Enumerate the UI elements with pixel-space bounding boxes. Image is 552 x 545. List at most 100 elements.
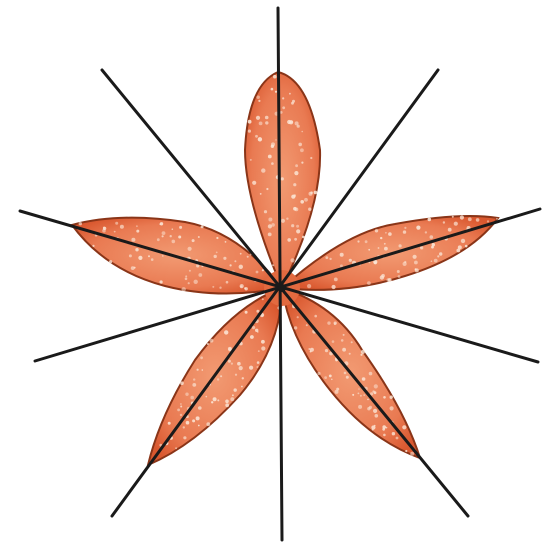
speckle-dot	[367, 399, 369, 401]
speckle-dot	[192, 419, 195, 422]
speckle-dot	[372, 390, 374, 392]
speckle-dot	[197, 369, 199, 371]
speckle-dot	[256, 310, 259, 313]
speckle-dot	[262, 298, 264, 300]
speckle-dot	[172, 240, 176, 244]
speckle-dot	[115, 222, 118, 225]
speckle-dot	[289, 93, 291, 95]
speckle-dot	[182, 287, 186, 291]
speckle-dot	[224, 330, 228, 334]
speckle-dot	[138, 256, 142, 260]
speckle-dot	[271, 145, 274, 148]
speckle-dot	[281, 219, 285, 223]
speckle-dot	[293, 183, 296, 186]
speckle-dot	[275, 91, 277, 93]
speckle-dot	[342, 348, 346, 352]
speckle-dot	[210, 339, 214, 343]
speckle-dot	[286, 218, 288, 220]
speckle-dot	[200, 356, 203, 359]
speckle-dot	[452, 216, 454, 218]
speckle-dot	[226, 281, 229, 284]
speckle-dot	[177, 409, 180, 412]
speckle-dot	[428, 218, 432, 222]
speckle-dot	[232, 394, 234, 396]
speckle-dot	[296, 229, 300, 233]
speckle-dot	[268, 224, 272, 228]
speckle-dot	[309, 192, 313, 196]
speckle-dot	[180, 403, 182, 405]
speckle-dot	[198, 425, 200, 427]
speckle-dot	[384, 243, 386, 245]
speckle-dot	[185, 278, 188, 281]
speckle-dot	[131, 266, 135, 270]
speckle-dot	[258, 137, 262, 141]
speckle-dot	[443, 221, 445, 223]
speckle-dot	[240, 253, 242, 255]
speckle-dot	[206, 422, 210, 426]
speckle-dot	[264, 210, 267, 213]
speckle-dot	[314, 191, 318, 195]
speckle-dot	[437, 255, 439, 257]
speckle-dot	[390, 396, 393, 399]
speckle-dot	[300, 148, 304, 152]
speckle-dot	[241, 386, 243, 388]
speckle-dot	[297, 316, 299, 318]
speckle-dot	[230, 264, 232, 266]
speckle-dot	[341, 339, 344, 342]
speckle-dot	[386, 427, 388, 429]
speckle-dot	[216, 237, 218, 239]
speckle-dot	[234, 260, 236, 262]
speckle-dot	[256, 116, 260, 120]
speckle-dot	[148, 255, 150, 257]
speckle-dot	[301, 162, 303, 164]
speckle-dot	[308, 208, 311, 211]
speckle-dot	[206, 396, 208, 398]
speckle-dot	[252, 326, 255, 329]
speckle-dot	[414, 261, 418, 265]
speckle-dot	[399, 244, 402, 247]
speckle-dot	[272, 264, 274, 266]
speckle-dot	[325, 349, 328, 352]
speckle-dot	[185, 393, 188, 396]
speckle-dot	[358, 405, 362, 409]
speckle-dot	[214, 255, 217, 258]
speckle-dot	[268, 233, 272, 237]
speckle-dot	[403, 230, 406, 233]
speckle-dot	[228, 360, 231, 363]
speckle-dot	[439, 252, 442, 255]
speckle-dot	[178, 236, 181, 239]
speckle-dot	[262, 269, 264, 271]
speckle-dot	[349, 259, 352, 262]
speckle-dot	[301, 131, 303, 133]
speckle-dot	[162, 231, 166, 235]
speckle-dot	[331, 379, 333, 381]
speckle-dot	[306, 324, 308, 326]
speckle-dot	[183, 436, 186, 439]
speckle-dot	[293, 207, 297, 211]
speckle-dot	[454, 222, 458, 226]
speckle-dot	[410, 452, 414, 456]
speckle-dot	[170, 235, 172, 237]
speckle-dot	[225, 400, 229, 404]
speckle-dot	[157, 238, 160, 241]
speckle-dot	[310, 348, 314, 352]
speckle-dot	[192, 383, 196, 387]
speckle-dot	[162, 255, 164, 257]
speckle-dot	[302, 236, 305, 239]
speckle-dot	[363, 394, 365, 396]
speckle-dot	[351, 341, 353, 343]
speckle-dot	[307, 284, 311, 288]
speckle-dot	[225, 403, 229, 407]
speckle-dot	[168, 422, 171, 425]
speckle-dot	[216, 252, 218, 254]
speckle-dot	[368, 249, 370, 251]
speckle-dot	[402, 425, 406, 429]
speckle-dot	[240, 285, 242, 287]
speckle-dot	[239, 366, 243, 370]
speckle-dot	[257, 96, 260, 99]
speckle-dot	[180, 381, 184, 385]
speckle-dot	[213, 397, 217, 401]
speckle-dot	[261, 168, 265, 172]
speckle-dot	[268, 155, 272, 159]
